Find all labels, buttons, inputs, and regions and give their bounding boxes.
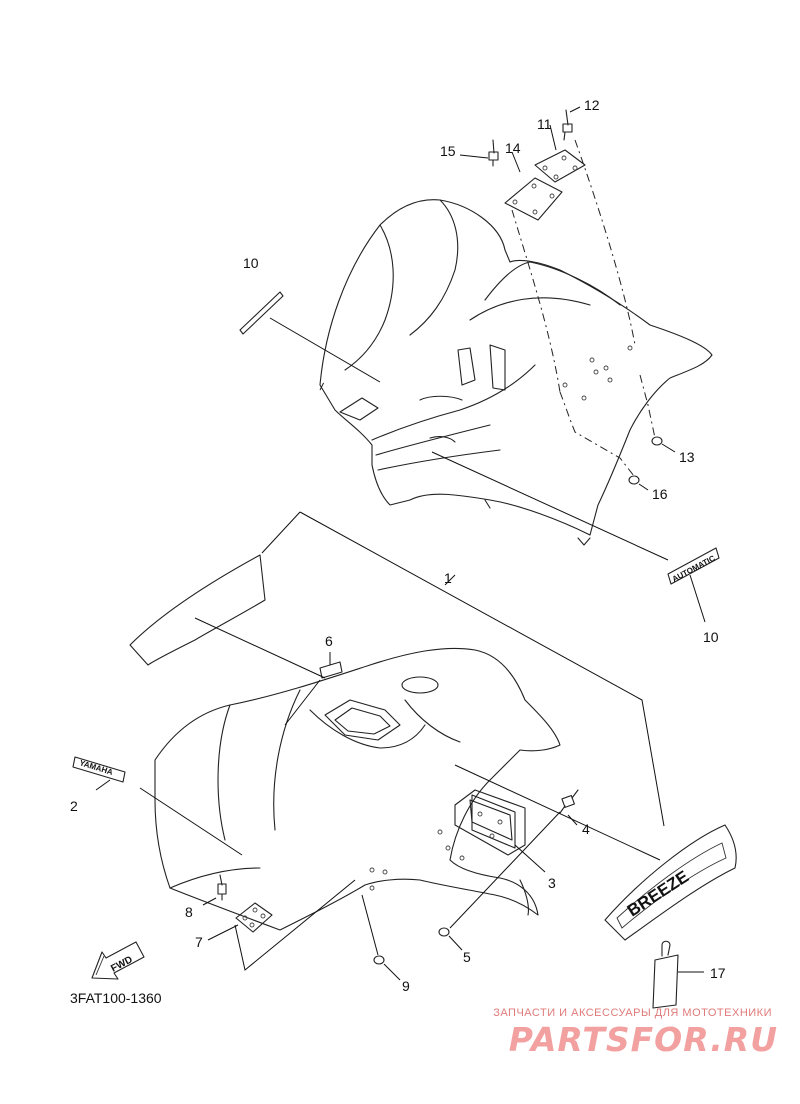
decal-10-upper	[239, 291, 284, 335]
callout-4: 4	[582, 821, 590, 837]
callout-6: 6	[325, 633, 333, 649]
callout-10-upper: 10	[243, 255, 259, 271]
decal-yamaha: YAMAHA	[72, 756, 126, 783]
washer-9	[373, 955, 385, 965]
callout-14: 14	[505, 140, 521, 156]
diagram-code: 3FAT100-1360	[70, 990, 162, 1006]
decal-breeze: BREEZE	[604, 824, 737, 941]
leader-lines	[95, 106, 706, 981]
callout-10-lower: 10	[703, 629, 719, 645]
callout-11: 11	[537, 116, 552, 132]
washer-13	[651, 436, 663, 446]
callout-5: 5	[463, 949, 471, 965]
washer-16	[628, 475, 640, 485]
fwd-arrow-icon: FWD	[91, 941, 145, 980]
front-fender	[129, 554, 561, 931]
callout-numbers: 1 2 3 4 5 6 7 8 9 10 10 11 12 13 14 15 1…	[70, 97, 726, 994]
watermark-logo: PARTSFOR.RU	[508, 1020, 778, 1059]
rear-fender	[319, 199, 713, 546]
washer-5	[438, 927, 450, 937]
callout-1: 1	[444, 570, 452, 586]
rivet-4	[559, 789, 579, 814]
plate-11	[534, 149, 586, 183]
plate-7	[235, 902, 273, 933]
callout-12: 12	[584, 97, 600, 113]
callout-16: 16	[652, 486, 668, 502]
callout-9: 9	[402, 978, 410, 994]
rivet-8	[217, 874, 227, 901]
plate-14	[504, 177, 563, 221]
callout-13: 13	[679, 449, 695, 465]
callout-17: 17	[710, 965, 726, 981]
decal-automatic: AUTOMATIC	[667, 547, 720, 585]
fwd-label: FWD	[109, 954, 134, 974]
callout-15: 15	[440, 143, 456, 159]
plate-3	[471, 794, 516, 849]
decal-breeze-text: BREEZE	[624, 867, 692, 920]
watermark-tagline: ЗАПЧАСТИ И АКСЕССУАРЫ ДЛЯ МОТОТЕХНИКИ	[493, 1007, 772, 1019]
decal-6	[319, 661, 343, 679]
callout-7: 7	[195, 934, 203, 950]
tag-17	[652, 940, 679, 1009]
rivet-12	[562, 109, 573, 141]
callout-2: 2	[70, 798, 78, 814]
callout-3: 3	[548, 875, 556, 891]
callout-8: 8	[185, 904, 193, 920]
rivet-15	[488, 139, 499, 167]
